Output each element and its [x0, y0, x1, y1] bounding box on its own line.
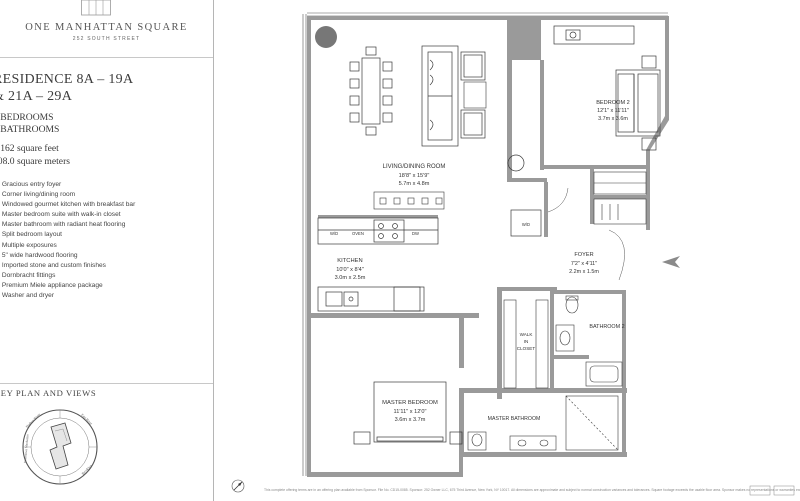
appliance-label-oven: OVEN — [352, 231, 364, 236]
room-name-master-bath: MASTER BATHROOM — [488, 416, 541, 422]
feature-item: Master bathroom with radiant heat floori… — [0, 220, 135, 230]
walk-in-closet-shelves — [503, 299, 549, 389]
wd-closet-label: W/D — [522, 222, 530, 227]
bar-stools — [373, 191, 445, 210]
residence-title: RESIDENCE 8A – 19A & 21A – 29A — [0, 71, 208, 105]
feature-list: Gracious entry foyer Corner living/dinin… — [0, 180, 135, 301]
entry-door-swing — [608, 229, 625, 281]
room-dim-living-metric: 5.7m x 4.8m — [399, 181, 430, 187]
kitchen-counter-bottom — [317, 286, 425, 312]
residence-title-line1: RESIDENCE 8A – 19A — [0, 72, 134, 87]
feature-item: Multiple exposures — [0, 241, 135, 251]
residence-specs: 2 BEDROOMS 2 BATHROOMS 1,162 square feet… — [0, 112, 70, 168]
master-bath-fixtures — [467, 395, 619, 451]
brand-logo-icon — [81, 0, 111, 16]
side-table — [507, 154, 525, 172]
walkin-label-3: CLOSET — [517, 346, 536, 351]
interior-walls — [311, 20, 646, 457]
bed-master — [353, 381, 463, 445]
exterior-walls — [307, 16, 669, 477]
washer-dryer-closet — [510, 209, 542, 237]
coffee-table — [463, 81, 487, 109]
room-dim-foyer-imperial: 7'2" x 4'11" — [571, 261, 597, 267]
room-dim-master-imperial: 11'11" x 12'0" — [394, 409, 427, 415]
feature-item: Gracious entry foyer — [0, 180, 135, 190]
legal-disclaimer: This complete offering terms are in an o… — [264, 488, 800, 492]
info-panel: ONE MANHATTAN SQUARE 252 SOUTH STREET RE… — [0, 0, 213, 501]
divider-line — [0, 57, 213, 58]
sponsor-logo — [773, 485, 795, 496]
feature-item: Master bedroom suite with walk-in closet — [0, 210, 135, 220]
key-label-downtown: Downtown Manhattan — [23, 434, 30, 463]
room-name-bathroom2: BATHROOM 2 — [589, 324, 624, 330]
bed-bedroom2 — [615, 55, 661, 151]
feature-item: Imported stone and custom finishes — [0, 261, 135, 271]
feature-item: Corner living/dining room — [0, 190, 135, 200]
room-name-foyer: FOYER — [574, 252, 593, 258]
feature-item: Split bedroom layout — [0, 230, 135, 240]
feature-item: Washer and dryer — [0, 291, 135, 301]
bathroom-count: 2 BATHROOMS — [0, 124, 60, 136]
feature-item: Premium Miele appliance package — [0, 281, 135, 291]
divider-line — [0, 383, 213, 384]
brand-address: 252 SOUTH STREET — [72, 36, 141, 42]
key-label-hudson: Hudson River — [25, 412, 42, 429]
sponsor-logo — [749, 485, 771, 496]
panel-divider — [213, 0, 214, 501]
kitchen-counter-top — [317, 217, 439, 245]
room-dim-kitchen-metric: 3.0m x 2.5m — [335, 275, 366, 281]
closet-bedroom2 — [593, 171, 647, 225]
brand-name: ONE MANHATTAN SQUARE — [25, 22, 188, 33]
room-dim-living-imperial: 18'8" x 15'9" — [399, 173, 430, 179]
room-name-kitchen: KITCHEN — [337, 258, 362, 264]
north-arrow-icon — [231, 479, 245, 493]
sofa — [421, 45, 459, 147]
room-name-master-bedroom: MASTER BEDROOM — [382, 400, 438, 406]
desk — [553, 25, 635, 45]
entry-arrow-icon — [662, 256, 680, 268]
room-dim-bedroom2-imperial: 12'1" x 11'11" — [597, 108, 629, 114]
key-plan-heading: KEY PLAN AND VIEWS — [0, 388, 97, 398]
walkin-label-2: IN — [524, 339, 529, 344]
feature-item: 5" wide hardwood flooring — [0, 251, 135, 261]
building-footprint-icon — [49, 422, 72, 470]
room-dim-bedroom2-metric: 3.7m x 3.6m — [598, 116, 628, 122]
door-swing — [547, 187, 569, 213]
key-plan-diagram: Hudson River East River Downtown Manhatt… — [22, 409, 98, 485]
feature-item: Dornbracht fittings — [0, 271, 135, 281]
room-dim-kitchen-imperial: 10'0" x 8'4" — [336, 267, 364, 273]
bathroom2-fixtures — [555, 295, 623, 387]
dining-table — [349, 46, 393, 136]
key-label-east: East River — [80, 413, 93, 426]
column — [315, 26, 337, 48]
walkin-label-1: WALK — [520, 332, 534, 337]
room-dim-foyer-metric: 2.2m x 1.5m — [569, 269, 599, 275]
area-metric: 108.0 square meters — [0, 155, 70, 167]
residence-title-line2: & 21A – 29A — [0, 89, 73, 104]
area-imperial: 1,162 square feet — [0, 143, 59, 155]
room-name-living: LIVING/DINING ROOM — [383, 164, 446, 170]
exterior-windows — [302, 12, 668, 476]
bedroom-count: 2 BEDROOMS — [0, 112, 54, 123]
appliance-label-wd: W/D — [330, 231, 338, 236]
floor-plan: LIVING/DINING ROOM 18'8" x 15'9" 5.7m x … — [214, 0, 800, 501]
room-dim-master-metric: 3.6m x 3.7m — [395, 417, 426, 423]
room-name-bedroom2: BEDROOM 2 — [596, 100, 630, 106]
feature-item: Windowed gourmet kitchen with breakfast … — [0, 200, 135, 210]
appliance-label-dw: DW — [412, 231, 419, 236]
armchairs — [460, 51, 486, 139]
